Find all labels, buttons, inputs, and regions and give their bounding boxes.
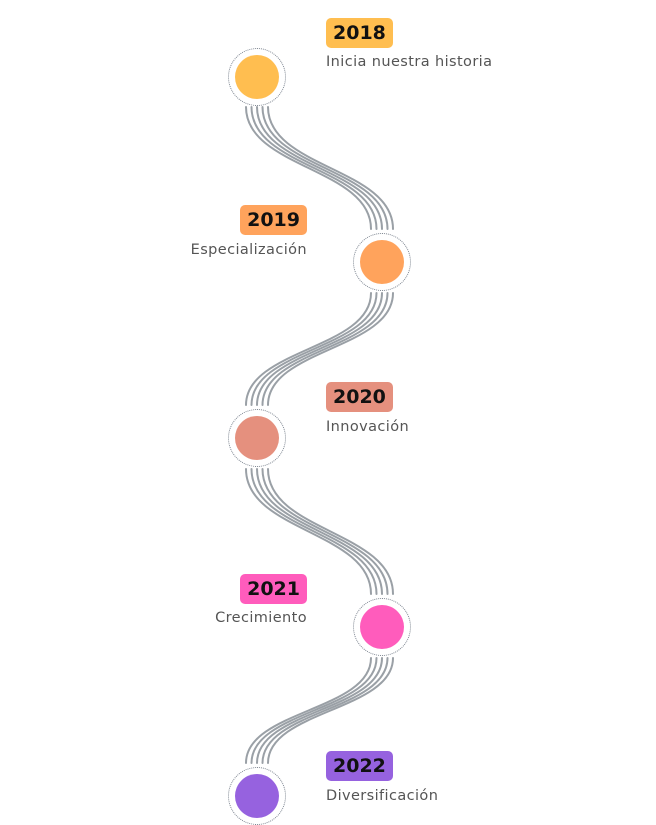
connector-strand-0-3	[261, 106, 389, 230]
connector-strand-3-3	[261, 657, 389, 764]
connector-strand-0-2	[256, 106, 383, 230]
year-badge: 2022	[326, 751, 393, 781]
connector-strand-1-3	[261, 292, 389, 406]
connector-strand-2-3	[261, 468, 389, 595]
milestone-label: Inicia nuestra historia	[326, 54, 493, 70]
connector-strand-3-2	[256, 657, 383, 764]
milestone-label: Especialización	[190, 242, 307, 258]
milestone-label: Diversificación	[326, 788, 439, 804]
connector-strand-2-1	[250, 468, 378, 595]
milestone-node	[353, 233, 411, 291]
connector-strand-1-4	[267, 292, 394, 406]
year-badge: 2019	[240, 205, 307, 235]
connector-strand-0-0	[245, 106, 372, 230]
node-dot	[360, 605, 404, 649]
node-ring	[353, 233, 411, 291]
connector-strand-2-4	[267, 468, 394, 595]
connector-strand-1-1	[250, 292, 378, 406]
milestone-node	[353, 598, 411, 656]
node-ring	[228, 48, 286, 106]
year-badge: 2018	[326, 18, 393, 48]
connector-strand-3-4	[267, 657, 394, 764]
milestone-node	[228, 409, 286, 467]
node-dot	[360, 240, 404, 284]
node-dot	[235, 416, 279, 460]
node-dot	[235, 774, 279, 818]
connector-strand-2-2	[256, 468, 383, 595]
connector-strand-3-0	[245, 657, 372, 764]
year-badge: 2021	[240, 574, 307, 604]
node-ring	[353, 598, 411, 656]
connector-strand-1-0	[245, 292, 372, 406]
connector-strand-2-0	[245, 468, 372, 595]
node-dot	[235, 55, 279, 99]
connector-strand-1-2	[256, 292, 383, 406]
connector-strand-0-4	[267, 106, 394, 230]
milestone-node	[228, 48, 286, 106]
year-badge: 2020	[326, 382, 393, 412]
milestone-label: Innovación	[326, 419, 410, 435]
milestone-node	[228, 767, 286, 825]
connector-strand-3-1	[250, 657, 378, 764]
node-ring	[228, 409, 286, 467]
connector-strand-0-1	[250, 106, 378, 230]
milestone-label: Crecimiento	[215, 610, 307, 626]
